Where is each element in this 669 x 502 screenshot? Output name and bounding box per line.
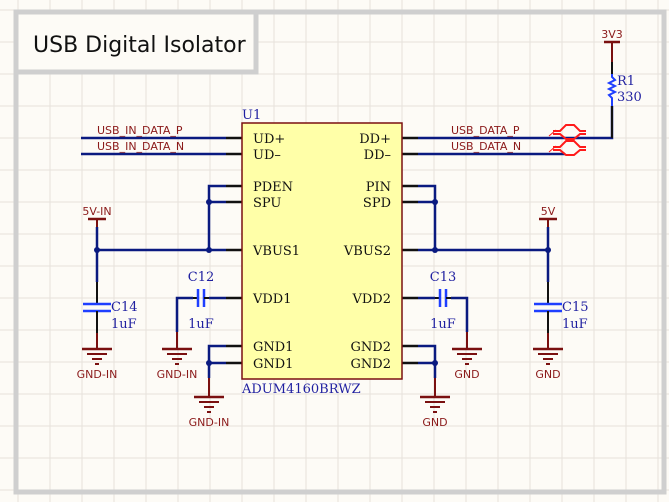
ground-label: GND-IN bbox=[157, 368, 198, 381]
pin-label: GND1 bbox=[253, 357, 293, 372]
capacitor-c14[interactable]: C14 1uF bbox=[83, 282, 138, 333]
c12-value: 1uF bbox=[188, 317, 214, 332]
pin-label: VDD1 bbox=[252, 292, 292, 307]
pin-label: GND2 bbox=[351, 357, 391, 372]
r1-value: 330 bbox=[617, 90, 642, 105]
c13-value: 1uF bbox=[430, 317, 456, 332]
power-label-3v3: 3V3 bbox=[601, 28, 623, 41]
r1-designator: R1 bbox=[617, 74, 635, 89]
resistor-icon bbox=[606, 74, 618, 106]
pin-label: VBUS1 bbox=[252, 244, 300, 259]
power-label-5v: 5V bbox=[541, 205, 556, 218]
resistor-r1[interactable]: R1 330 bbox=[606, 42, 642, 138]
junction bbox=[545, 247, 551, 253]
net-label-usb-in-n[interactable]: USB_IN_DATA_N bbox=[97, 140, 184, 153]
chip-u1[interactable]: U1 ADUM4160BRWZ UD+ UD– PDEN SPU VBUS1 V… bbox=[226, 108, 418, 397]
c15-value: 1uF bbox=[562, 317, 588, 332]
junction bbox=[206, 199, 212, 205]
pin-label: GND2 bbox=[351, 340, 391, 355]
c14-value: 1uF bbox=[111, 317, 137, 332]
c13-designator: C13 bbox=[430, 270, 457, 285]
diff-pair-directive-icon bbox=[548, 124, 586, 156]
sheet-border bbox=[13, 9, 667, 495]
junction bbox=[206, 247, 212, 253]
sheet-title: USB Digital Isolator bbox=[33, 33, 247, 58]
power-label-5v-in: 5V-IN bbox=[82, 205, 111, 218]
pin-label: DD+ bbox=[359, 132, 391, 147]
capacitor-c15[interactable]: C15 1uF bbox=[534, 282, 589, 333]
ground-label: GND-IN bbox=[189, 416, 230, 429]
net-label-usb-in-p[interactable]: USB_IN_DATA_P bbox=[97, 124, 183, 137]
power-port-5v[interactable]: 5V bbox=[539, 205, 557, 227]
junction bbox=[206, 360, 212, 366]
pin-label: SPU bbox=[253, 196, 281, 211]
ground-port-gnd-in-c12[interactable]: GND-IN bbox=[157, 332, 198, 381]
ground-port-gnd-in-c14[interactable]: GND-IN bbox=[77, 333, 118, 381]
wire-c13-gnd[interactable] bbox=[451, 296, 469, 332]
title-block: USB Digital Isolator bbox=[13, 9, 259, 75]
junction bbox=[94, 247, 100, 253]
ground-label: GND bbox=[454, 368, 479, 381]
pin-label: GND1 bbox=[253, 340, 293, 355]
ground-port-gnd-u1[interactable]: GND bbox=[420, 378, 450, 429]
ground-label: GND bbox=[535, 368, 560, 381]
ground-label: GND bbox=[422, 416, 447, 429]
capacitor-c13[interactable]: C13 1uF bbox=[430, 270, 457, 332]
power-port-3v3[interactable]: 3V3 bbox=[601, 28, 623, 62]
c12-designator: C12 bbox=[188, 270, 215, 285]
title-box bbox=[13, 9, 259, 75]
wire-gnd2[interactable] bbox=[418, 344, 437, 378]
wire-pin-spd[interactable] bbox=[418, 184, 437, 250]
net-label-usb-n[interactable]: USB_DATA_N bbox=[451, 140, 521, 153]
capacitor-c12[interactable]: C12 1uF bbox=[188, 270, 215, 332]
junction bbox=[432, 199, 438, 205]
pin-label: VBUS2 bbox=[343, 244, 391, 259]
pin-label: DD– bbox=[364, 148, 391, 163]
pin-label: SPD bbox=[363, 196, 391, 211]
junction bbox=[432, 247, 438, 253]
pin-label: PIN bbox=[366, 180, 391, 195]
ground-port-gnd-c13[interactable]: GND bbox=[452, 332, 482, 381]
ground-port-gnd-in-u1[interactable]: GND-IN bbox=[189, 378, 230, 429]
wire-c12-gnd[interactable] bbox=[175, 296, 193, 332]
net-label-usb-p[interactable]: USB_DATA_P bbox=[451, 124, 520, 137]
junction bbox=[432, 360, 438, 366]
chip-designator: U1 bbox=[242, 108, 261, 123]
chip-body bbox=[241, 122, 403, 380]
junctions bbox=[94, 199, 551, 366]
pin-stubs bbox=[226, 136, 418, 365]
c14-designator: C14 bbox=[111, 300, 138, 315]
ground-label: GND-IN bbox=[77, 368, 118, 381]
pin-label: PDEN bbox=[253, 180, 293, 195]
wire-gnd1[interactable] bbox=[207, 344, 226, 378]
power-port-5v-in[interactable]: 5V-IN bbox=[82, 205, 112, 227]
pin-label: UD+ bbox=[253, 132, 285, 147]
chip-part-number: ADUM4160BRWZ bbox=[241, 382, 361, 397]
pin-label: VDD2 bbox=[351, 292, 391, 307]
wire-pden-spu[interactable] bbox=[207, 184, 226, 250]
pin-label: UD– bbox=[253, 148, 281, 163]
ground-port-gnd-c15[interactable]: GND bbox=[533, 333, 563, 381]
c15-designator: C15 bbox=[562, 300, 589, 315]
